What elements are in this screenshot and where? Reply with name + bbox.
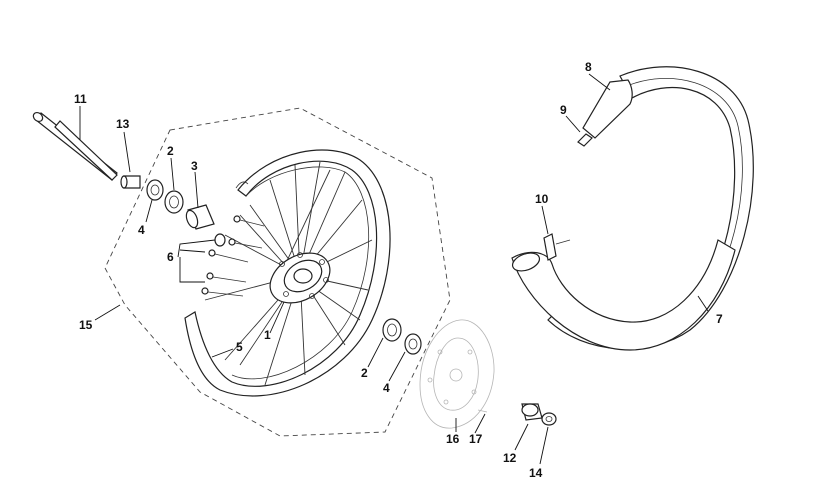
- callout-4-left: 4: [138, 223, 145, 237]
- disc-bolts-icon: [201, 215, 265, 297]
- callout-11: 11: [74, 92, 87, 106]
- callout-6: 6: [167, 250, 174, 264]
- callout-15: 15: [79, 318, 93, 332]
- seal-right-icon: [404, 333, 422, 355]
- callout-8: 8: [585, 60, 592, 74]
- callout-14: 14: [529, 466, 543, 480]
- spacer-tube-icon: [185, 204, 215, 230]
- callout-5: 5: [236, 340, 243, 354]
- bearing-left-icon: [164, 190, 184, 214]
- callout-16: 16: [446, 432, 460, 446]
- leader-lines: [79, 73, 709, 465]
- callout-7: 7: [716, 312, 723, 326]
- callout-3: 3: [191, 159, 198, 173]
- axle-nut-icon: [541, 412, 557, 426]
- callout-13: 13: [116, 117, 130, 131]
- spacer-right-icon: [521, 403, 543, 421]
- callout-labels: 11 13 2 3 4 6 15 5 1 2 4 8 9 10 7 16 17 …: [74, 60, 723, 480]
- spacer-icon: [120, 175, 141, 189]
- seal-left-icon: [146, 179, 164, 201]
- bearing-right-icon: [382, 318, 402, 342]
- callout-9: 9: [560, 103, 567, 117]
- hub-bushing-icon: [214, 233, 226, 247]
- callout-10: 10: [535, 192, 549, 206]
- callout-4-right: 4: [383, 381, 390, 395]
- disc-bolt-icon: [477, 409, 488, 413]
- callout-12: 12: [503, 451, 517, 465]
- brake-disc-icon: [419, 319, 495, 429]
- tire-icon: [511, 239, 736, 351]
- spokes: [204, 161, 373, 386]
- callout-2-left: 2: [167, 144, 174, 158]
- callout-17: 17: [469, 432, 483, 446]
- spoked-wheel-rim-icon: [184, 149, 391, 397]
- wheel-hub-icon: [269, 252, 331, 304]
- axle-shaft-icon: [32, 111, 118, 181]
- assembly-boundary: [104, 107, 451, 437]
- callout-2-right: 2: [361, 366, 368, 380]
- callout-1: 1: [264, 328, 271, 342]
- valve-icon: [543, 233, 571, 261]
